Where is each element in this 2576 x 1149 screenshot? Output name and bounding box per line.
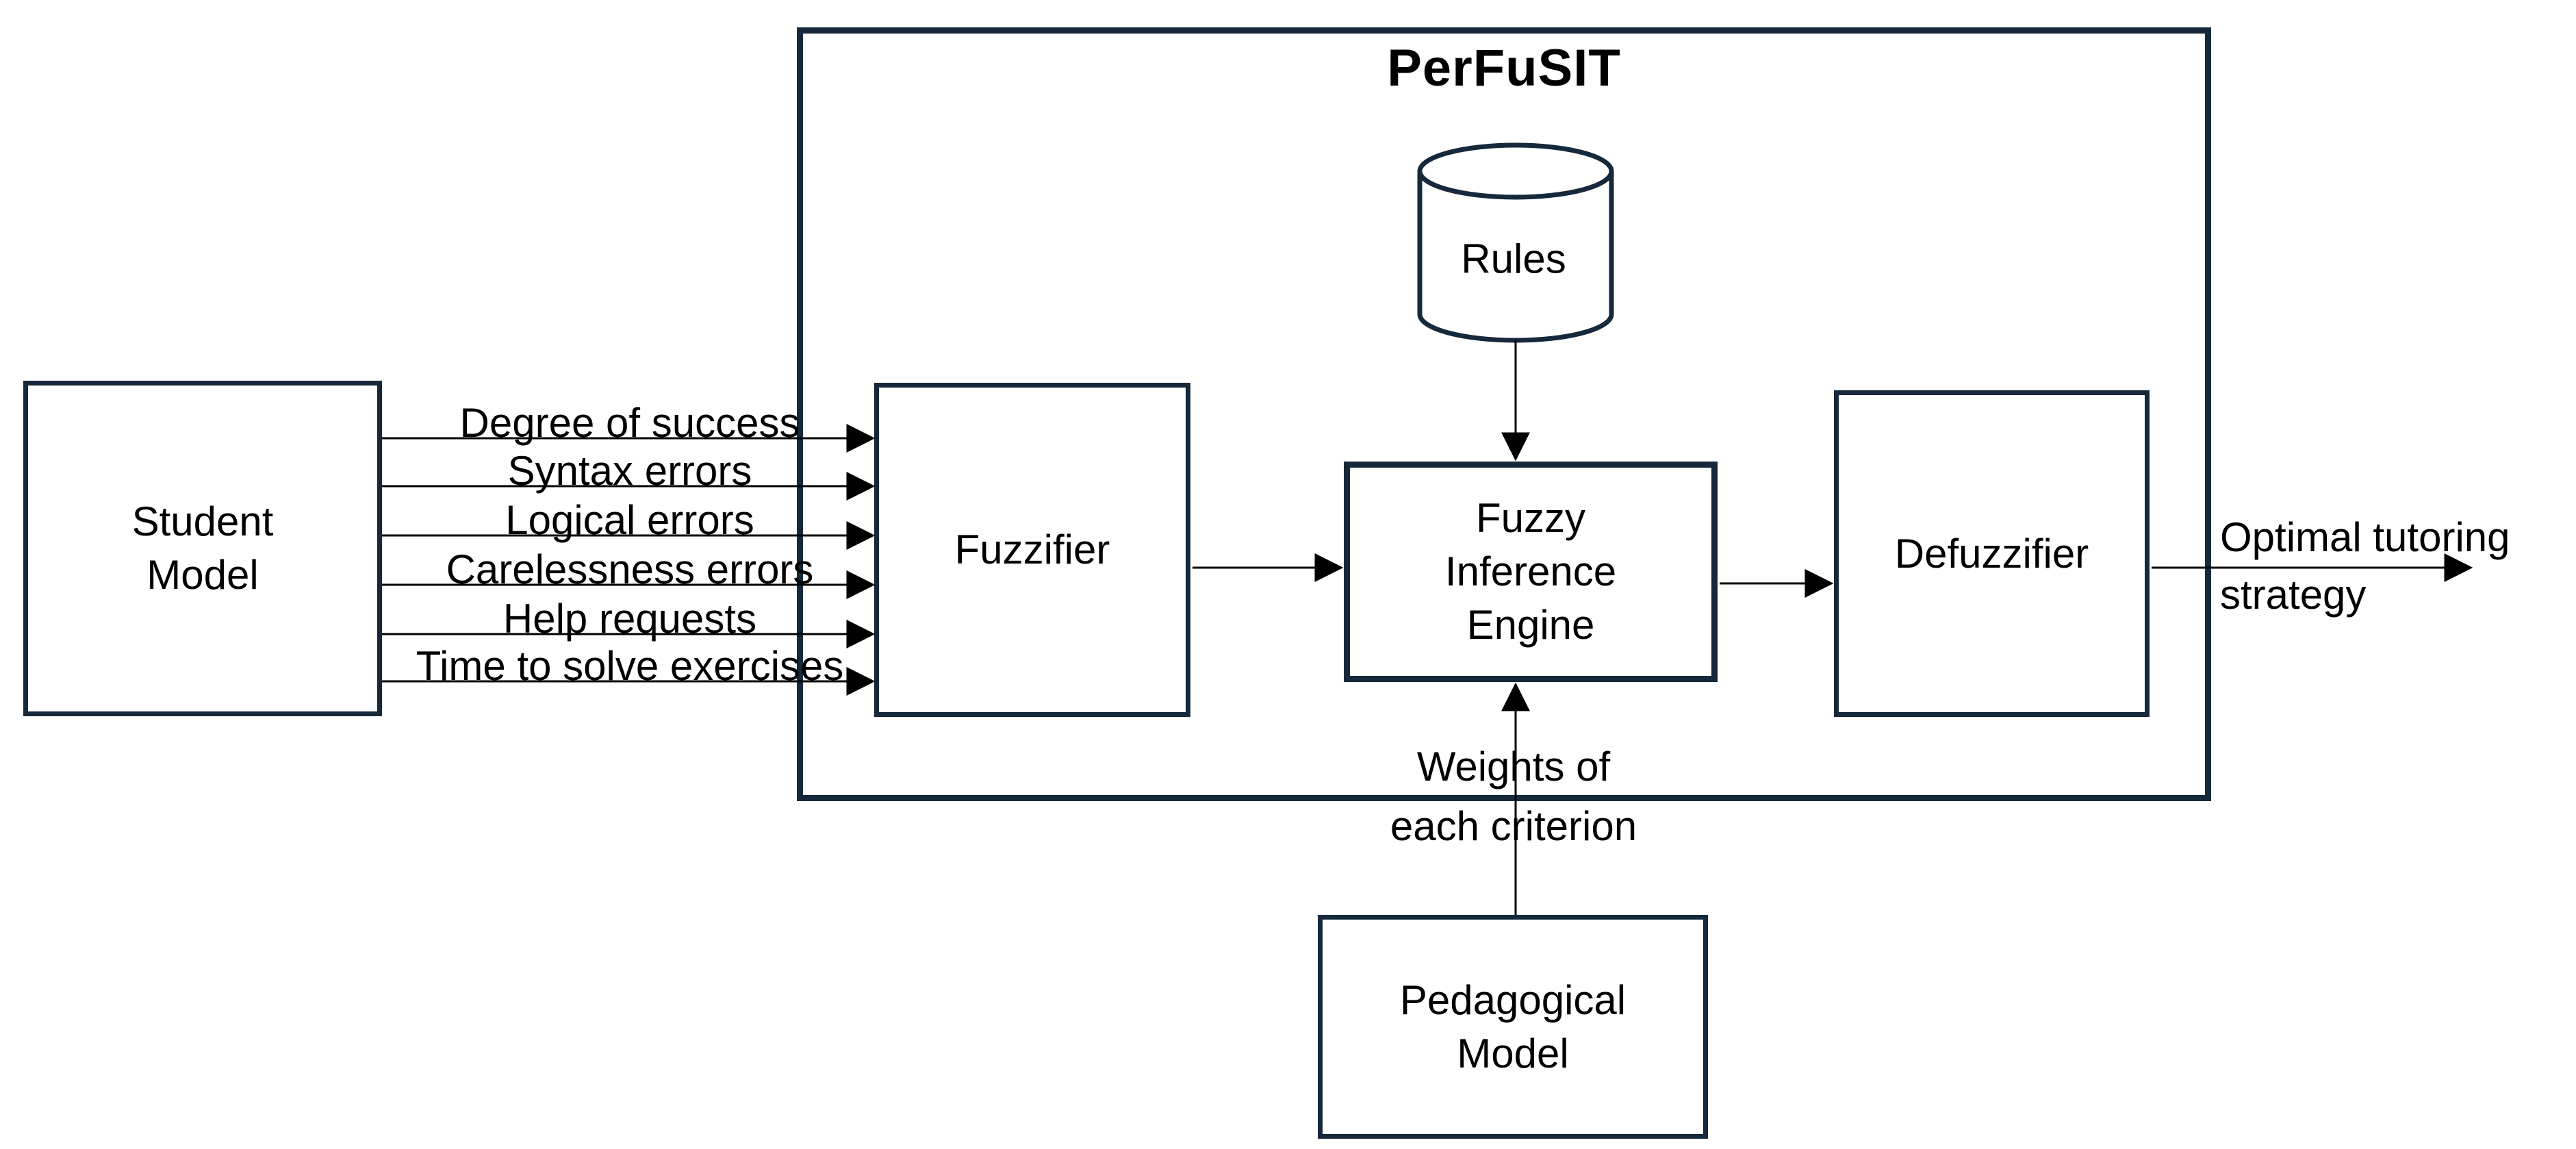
rules-cylinder-body: [1417, 171, 1614, 343]
rules-cylinder-top: [1417, 142, 1614, 200]
input-label-help-requests: Help requests: [502, 596, 757, 642]
perfusit-system-boundary: [797, 27, 2211, 801]
input-label-degree-of-success: Degree of success: [459, 400, 800, 446]
student-model-label: Student Model: [131, 498, 274, 598]
input-label-logical-errors: Logical errors: [505, 497, 754, 543]
pedagogical-model-box: Pedagogical Model: [1318, 915, 1708, 1139]
fuzzy-inference-engine-label: Fuzzy Inference Engine: [1444, 495, 1617, 648]
weights-annotation: Weights of each criterion: [1390, 744, 1637, 849]
fuzzifier-box: Fuzzifier: [874, 383, 1190, 717]
defuzzifier-label: Defuzzifier: [1894, 530, 2089, 577]
input-label-syntax-errors: Syntax errors: [507, 448, 752, 494]
fuzzy-inference-engine-box: Fuzzy Inference Engine: [1344, 462, 1718, 682]
input-label-time-to-solve: Time to solve exercises: [416, 643, 844, 689]
fuzzifier-label: Fuzzifier: [954, 527, 1110, 572]
pedagogical-model-label: Pedagogical Model: [1399, 976, 1627, 1076]
diagram-title: PerFuSIT: [1387, 39, 1621, 97]
input-label-carelessness-errors: Carelessness errors: [446, 546, 814, 592]
defuzzifier-box: Defuzzifier: [1834, 390, 2150, 717]
rules-label: Rules: [1461, 236, 1566, 282]
student-model-box: Student Model: [23, 381, 382, 716]
output-annotation: Optimal tutoring strategy: [2220, 514, 2510, 618]
